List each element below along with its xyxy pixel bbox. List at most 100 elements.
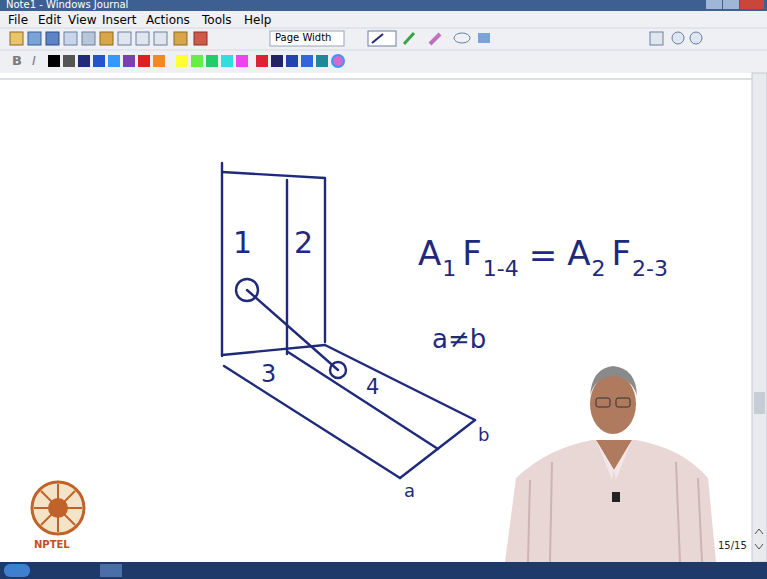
glasses (596, 398, 610, 407)
menu-separator (0, 28, 767, 29)
toolbar-area (0, 11, 767, 73)
zoom-out-icon (690, 32, 702, 44)
toolbar-icon (10, 32, 23, 45)
color-swatch (206, 55, 218, 67)
toolbar-icon (174, 32, 187, 45)
region-number: 3 (261, 362, 276, 386)
toolbar-separator (0, 50, 767, 51)
dimension-label: b (478, 426, 489, 444)
toolbar-icon (64, 32, 77, 45)
color-swatch (176, 55, 188, 67)
floor-edge (325, 345, 475, 420)
menu-item: Help (244, 14, 271, 26)
maximize-button (723, 0, 739, 9)
region-number: 4 (366, 377, 379, 398)
menu-item: View (68, 14, 96, 26)
color-swatch (138, 55, 150, 67)
shirt-stripes (528, 462, 702, 562)
page-arrows (755, 529, 763, 549)
hair (590, 366, 637, 396)
glasses (616, 398, 630, 407)
pen-button (368, 31, 396, 46)
inequality-note: a≠b (432, 326, 486, 352)
wall-edge (221, 163, 223, 356)
zoom-dropdown (270, 31, 344, 46)
equation-subscript: 2 (592, 258, 606, 280)
logo-text: NPTEL (34, 540, 70, 550)
close-button (740, 0, 764, 9)
equation-symbol: F (462, 236, 482, 270)
bold-button: B (12, 54, 22, 67)
color-swatch (63, 55, 75, 67)
equation-symbol: F (612, 236, 632, 270)
page-edge (0, 79, 752, 80)
taskbar-item (100, 564, 122, 577)
equation-symbol: A (567, 236, 590, 270)
equation-symbol: A (418, 236, 441, 270)
menu-item: Insert (102, 14, 136, 26)
color-palette (48, 55, 344, 67)
toolbar-icon (118, 32, 131, 45)
collar (596, 440, 632, 480)
toolbar-icon (194, 32, 207, 45)
taskbar (0, 562, 767, 579)
highlighter-icon (404, 33, 414, 44)
equation: A1F1-4=A2F2-3 (418, 236, 668, 280)
toolbar-icon (100, 32, 113, 45)
eraser-icon (430, 34, 440, 44)
color-swatch (191, 55, 203, 67)
enclosure-sketch (222, 163, 475, 478)
menu-item: Edit (38, 14, 61, 26)
hand-icon (650, 32, 663, 45)
toolbar-icon (136, 32, 149, 45)
color-swatch (236, 55, 248, 67)
floor-end (400, 420, 475, 478)
logo-spokes (34, 484, 82, 532)
more-colors-icon (332, 55, 344, 67)
color-swatch (301, 55, 313, 67)
color-swatch (78, 55, 90, 67)
window-title: Note1 - Windows Journal (6, 0, 128, 10)
equation-symbol: = (529, 238, 558, 272)
color-swatch (153, 55, 165, 67)
zoom-in-icon (672, 32, 684, 44)
toolbar-icon (478, 33, 490, 43)
neck (596, 440, 632, 470)
italic-button: I (32, 54, 36, 67)
toolbar-icons (10, 31, 702, 46)
microphone (612, 492, 620, 502)
wall-edge (222, 172, 325, 342)
page-counter: 15/15 (718, 541, 747, 551)
region-number: 2 (294, 228, 313, 258)
color-swatch (271, 55, 283, 67)
color-swatch (221, 55, 233, 67)
scroll-thumb (754, 392, 765, 414)
logo-ring (32, 482, 84, 534)
equation-subscript: 2-3 (632, 258, 668, 280)
color-swatch (286, 55, 298, 67)
menu-item: Actions (146, 14, 190, 26)
wall-divider (286, 180, 288, 354)
dimension-label: a (404, 482, 415, 500)
region-number: 1 (233, 228, 252, 258)
equation-subscript: 1-4 (483, 258, 519, 280)
shirt (505, 440, 716, 562)
color-swatch (108, 55, 120, 67)
title-bar (0, 0, 767, 11)
toolbar-icon (82, 32, 95, 45)
minimize-button (706, 0, 722, 9)
start-button (4, 564, 30, 577)
zoom-text: Page Width (275, 33, 331, 43)
color-swatch (48, 55, 60, 67)
floor-divider (288, 352, 438, 449)
floor-edge (224, 366, 400, 478)
toolbar-icon (154, 32, 167, 45)
color-swatch (93, 55, 105, 67)
ray-line (247, 290, 338, 370)
pen-icon (372, 34, 383, 43)
lecturer (505, 366, 716, 562)
scrollbar (752, 73, 767, 562)
menu-item: Tools (202, 14, 232, 26)
